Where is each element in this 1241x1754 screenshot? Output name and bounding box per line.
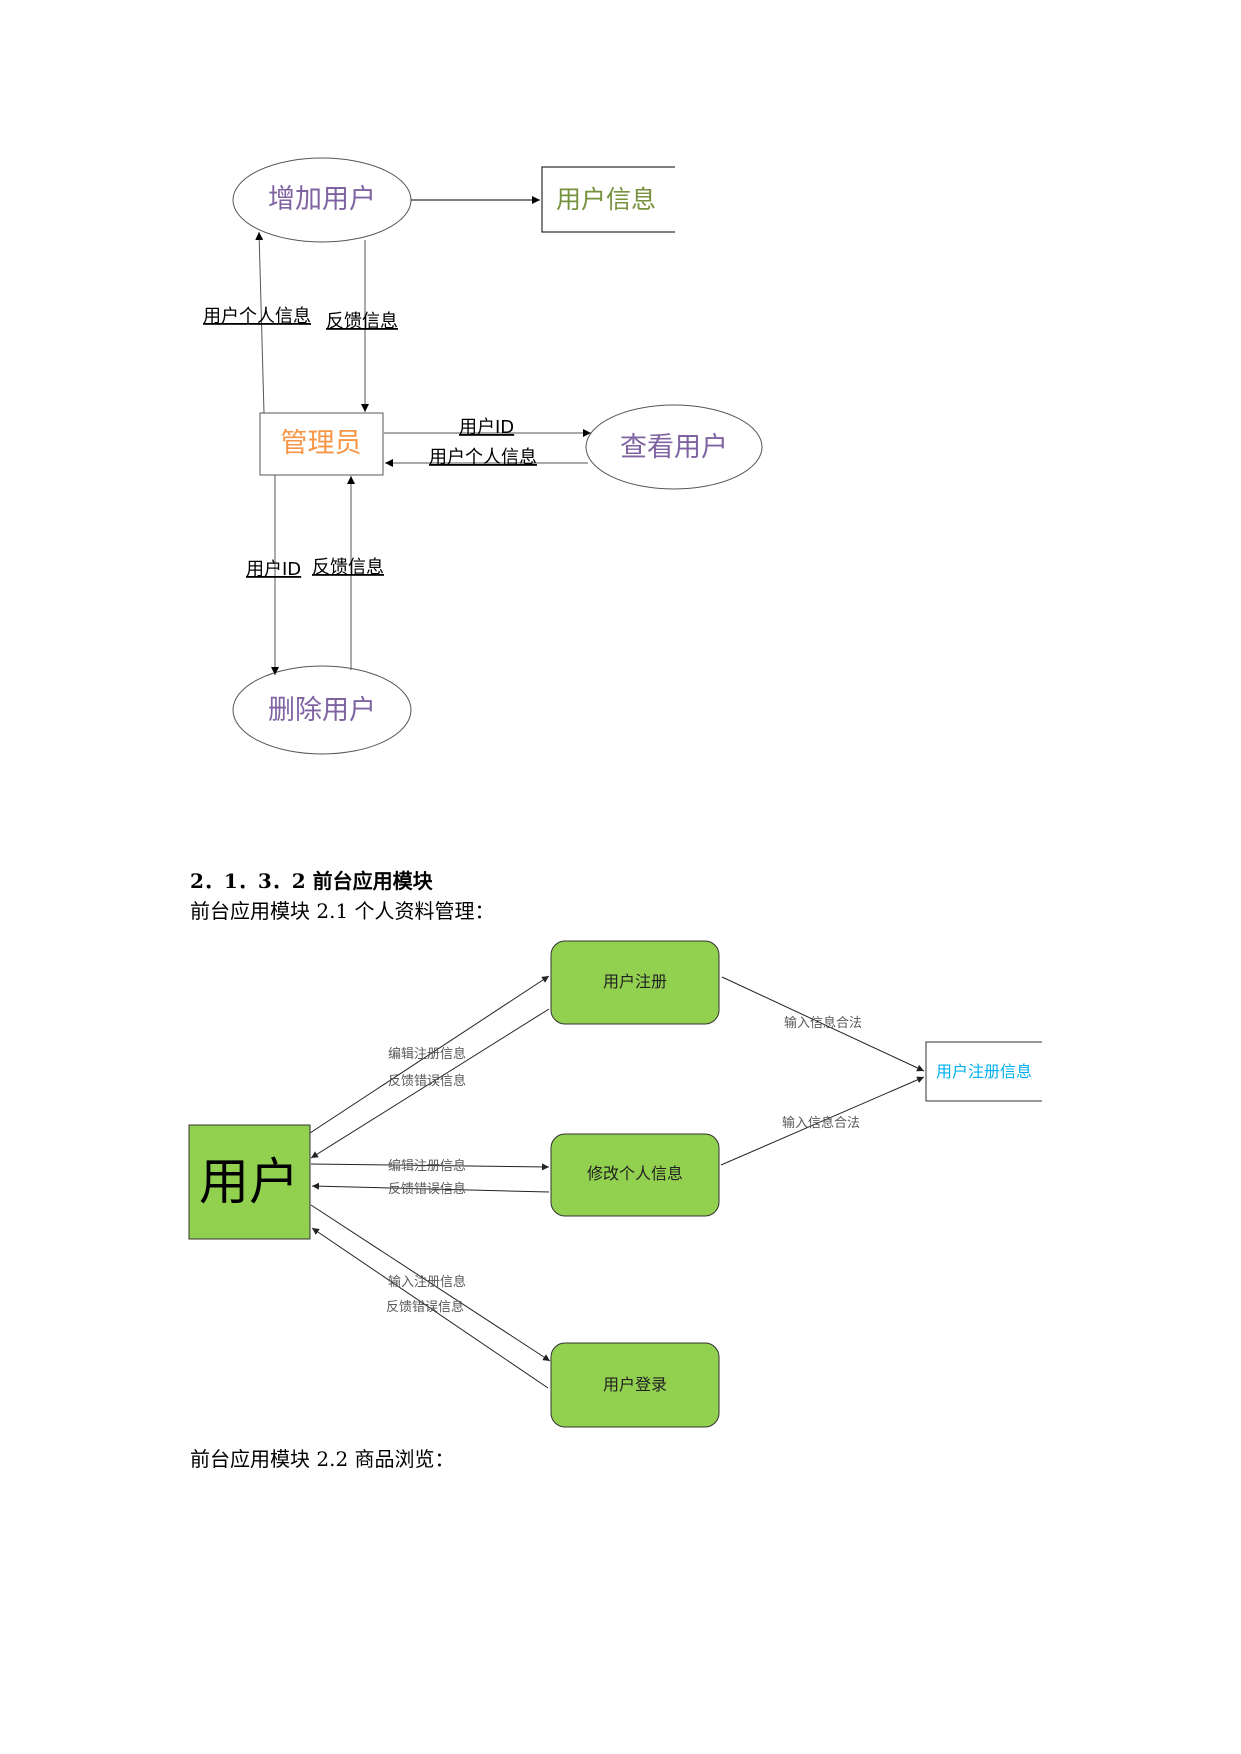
modify-info-label: 修改个人信息 <box>587 1164 683 1183</box>
login-label: 用户登录 <box>603 1375 667 1394</box>
register-to-user-arrow <box>310 1008 550 1159</box>
flow-feedback-err-1-label: 反馈错误信息 <box>388 1073 466 1089</box>
flow-feedback-err-3-label: 反馈错误信息 <box>386 1299 464 1315</box>
flow-valid-2-label: 输入信息合法 <box>782 1115 860 1131</box>
admin-user-management-diagram: 增加用户 用户信息 管理员 查看用户 删除用户 用户个人信息 反馈信息 用户ID… <box>203 157 763 755</box>
user-entity-label: 用户 <box>199 1153 299 1211</box>
profile-management-diagram: 用户 用户注册 修改个人信息 用户登录 用户注册信息 编辑注册信息 反馈错误信息… <box>188 940 1042 1428</box>
delete-user-label: 删除用户 <box>268 695 376 726</box>
reg-info-store-label: 用户注册信息 <box>936 1062 1032 1081</box>
login-to-user-arrow <box>311 1227 549 1389</box>
admin-label: 管理员 <box>281 428 362 459</box>
modify-to-store-arrow <box>720 1076 925 1166</box>
user-to-register-arrow <box>309 975 550 1134</box>
flow-personal-info-back-label: 用户个人信息 <box>429 447 537 468</box>
modify-info-process <box>550 1133 720 1217</box>
flow-feedback-add-label: 反馈信息 <box>326 311 398 332</box>
flow-user-id-view-label: 用户ID <box>459 417 514 438</box>
user-to-login-arrow <box>310 1204 551 1362</box>
flow-edit-reg-2-label: 编辑注册信息 <box>388 1158 466 1174</box>
reg-info-store <box>925 1041 1042 1102</box>
user-info-store-label: 用户信息 <box>556 185 656 214</box>
login-process <box>550 1342 720 1428</box>
flow-user-id-delete-label: 用户ID <box>246 559 301 580</box>
modify-to-user-arrow <box>311 1182 550 1193</box>
user-entity <box>188 1124 311 1240</box>
flow-input-reg-label: 输入注册信息 <box>388 1274 466 1290</box>
view-user-process <box>585 404 763 490</box>
add-user-label: 增加用户 <box>268 184 376 215</box>
section-heading: 2．1．3．2 前台应用模块 <box>190 869 433 893</box>
flow-valid-1-label: 输入信息合法 <box>784 1015 862 1031</box>
flow-edit-reg-1-label: 编辑注册信息 <box>388 1046 466 1062</box>
delete-user-process <box>232 665 412 755</box>
register-process <box>550 940 720 1025</box>
subsection-product-browse: 前台应用模块 2.2 商品浏览： <box>190 1447 455 1471</box>
view-user-label: 查看用户 <box>620 432 728 463</box>
flow-feedback-err-2-label: 反馈错误信息 <box>388 1181 466 1197</box>
admin-to-add-user-arrow <box>255 231 265 414</box>
user-to-modify-arrow <box>310 1163 550 1171</box>
subsection-profile-management: 前台应用模块 2.1 个人资料管理： <box>190 899 495 923</box>
flow-personal-info-label: 用户个人信息 <box>203 306 311 327</box>
register-label: 用户注册 <box>603 972 667 991</box>
register-to-store-arrow <box>721 976 925 1072</box>
user-info-store <box>541 166 675 233</box>
admin-entity <box>259 412 384 476</box>
flow-feedback-delete-label: 反馈信息 <box>312 557 384 578</box>
